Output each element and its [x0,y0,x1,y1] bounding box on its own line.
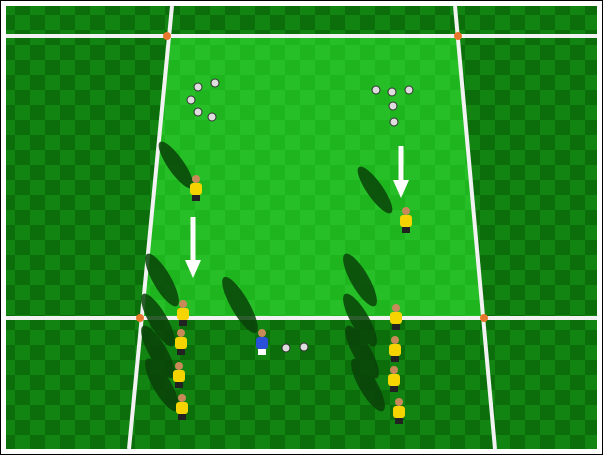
soccer-ball-icon [405,86,413,94]
soccer-ball-icon [389,102,397,110]
soccer-ball-icon [300,343,308,351]
soccer-ball-icon [372,86,380,94]
soccer-ball-icon [194,83,202,91]
cone-marker-icon [454,32,462,40]
soccer-ball-icon [208,113,216,121]
soccer-ball-icon [388,88,396,96]
cone-marker-icon [136,314,144,322]
soccer-ball-icon [211,79,219,87]
soccer-ball-icon [390,118,398,126]
soccer-ball-icon [194,108,202,116]
cone-marker-icon [163,32,171,40]
soccer-ball-icon [282,344,290,352]
soccer-ball-icon [187,96,195,104]
cone-marker-icon [480,314,488,322]
